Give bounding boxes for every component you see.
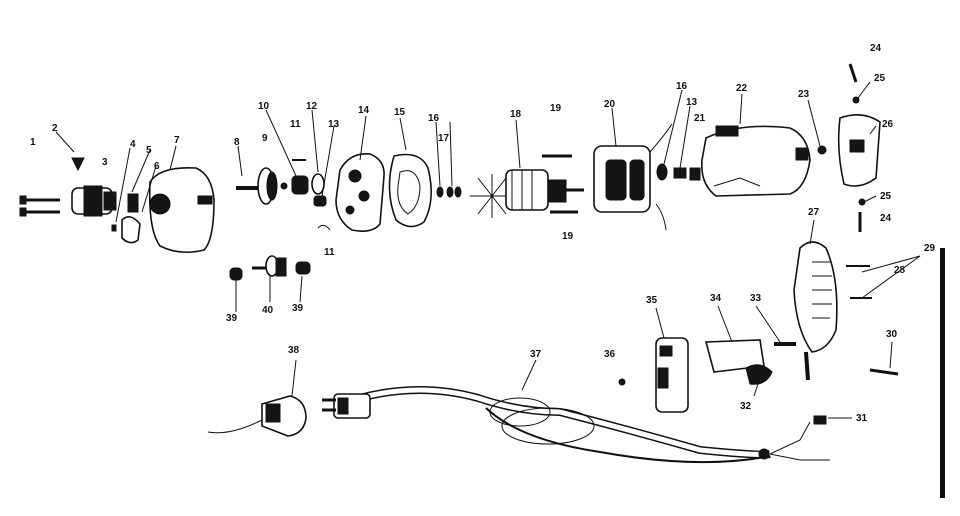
washer-part-17b [454, 186, 462, 198]
spacer-part-6 [121, 216, 141, 244]
spindle-part-8 [236, 167, 278, 205]
plug [322, 393, 371, 419]
label-part-38: 38 [288, 345, 300, 356]
bushing-part-39-right [295, 261, 311, 275]
label-part-34: 34 [710, 293, 722, 304]
bearing-part-5 [127, 193, 139, 213]
frame-edge [940, 248, 945, 498]
brush-part-16 [656, 163, 668, 181]
label-part-22: 22 [736, 83, 748, 94]
handle-part-27 [793, 241, 838, 381]
label-part-7: 7 [174, 135, 180, 146]
label-part-13-right: 13 [686, 97, 698, 108]
label-part-37: 37 [530, 349, 542, 360]
label-part-40: 40 [262, 305, 274, 316]
cord-part-37 [358, 386, 830, 464]
label-part-30: 30 [886, 329, 898, 340]
chuck-part-3 [71, 185, 117, 217]
screw-part-23 [817, 145, 827, 155]
bracket-part-26 [837, 114, 881, 187]
gear-case-part-7 [148, 166, 215, 254]
label-part-17: 17 [438, 133, 450, 144]
label-part-31: 31 [856, 413, 868, 424]
ball-part-9 [280, 182, 288, 190]
label-part-14: 14 [358, 105, 370, 116]
label-part-3: 3 [102, 157, 108, 168]
label-part-6: 6 [154, 161, 160, 172]
label-part-20: 20 [604, 99, 616, 110]
bushing-part-13 [313, 195, 327, 207]
label-part-29: 29 [924, 243, 936, 254]
label-part-32: 32 [740, 401, 752, 412]
label-part-16-left: 16 [428, 113, 440, 124]
label-part-21: 21 [694, 113, 706, 124]
label-part-19-top: 19 [550, 103, 562, 114]
label-part-16-right: 16 [676, 81, 688, 92]
bearing-part-10 [291, 175, 309, 195]
label-part-25-top: 25 [874, 73, 886, 84]
label-part-25-bottom: 25 [880, 191, 892, 202]
label-part-9: 9 [262, 133, 268, 144]
label-part-11-lower: 11 [324, 247, 335, 258]
connector-part-38 [207, 395, 307, 437]
label-part-28: 28 [894, 265, 906, 276]
label-part-19-bottom: 19 [562, 231, 574, 242]
label-part-13-left: 13 [328, 119, 340, 130]
switch-part-32 [745, 364, 773, 385]
label-part-39-right: 39 [292, 303, 304, 314]
label-part-8: 8 [234, 137, 240, 148]
label-part-23: 23 [798, 89, 810, 100]
washer-part-17 [446, 186, 454, 198]
label-part-36: 36 [604, 349, 616, 360]
cap-part-21 [689, 167, 701, 181]
key-part-2 [71, 157, 85, 172]
ring-part-12 [311, 173, 325, 195]
label-part-15: 15 [394, 107, 406, 118]
pin-part-11-lower [317, 224, 331, 231]
field-part-20 [593, 123, 673, 231]
label-part-5: 5 [146, 145, 152, 156]
switch-body-part-35 [655, 337, 689, 413]
screw-part-1 [19, 195, 60, 217]
label-part-24-top: 24 [870, 43, 882, 54]
armature-part-18 [470, 169, 584, 218]
label-part-10: 10 [258, 101, 270, 112]
washer-part-4 [111, 224, 117, 232]
washer-part-16 [436, 186, 444, 198]
label-part-39-left: 39 [226, 313, 238, 324]
label-part-26: 26 [882, 119, 894, 130]
label-part-1: 1 [30, 137, 36, 148]
screw-part-36 [618, 378, 626, 386]
leader-lines [55, 81, 921, 419]
brush-holder-part-13 [673, 167, 687, 179]
washer-part-25-top [852, 96, 860, 104]
label-part-12: 12 [306, 101, 318, 112]
label-part-18: 18 [510, 109, 522, 120]
pin-part-30 [869, 368, 899, 376]
label-part-33: 33 [750, 293, 762, 304]
label-part-24-bottom: 24 [880, 213, 892, 224]
housing-part-22 [700, 125, 811, 197]
label-part-35: 35 [646, 295, 658, 306]
shaft-part-40 [252, 255, 287, 277]
label-part-2: 2 [52, 123, 58, 134]
label-part-4: 4 [130, 139, 136, 150]
end-bell-part-14 [335, 153, 385, 232]
baffle-part-15 [388, 153, 432, 228]
bushing-part-39-left [229, 267, 243, 281]
label-part-27: 27 [808, 207, 820, 218]
screw-part-24-top [848, 63, 858, 83]
label-part-11-upper: 11 [290, 119, 301, 130]
terminal-part-31 [813, 415, 827, 425]
